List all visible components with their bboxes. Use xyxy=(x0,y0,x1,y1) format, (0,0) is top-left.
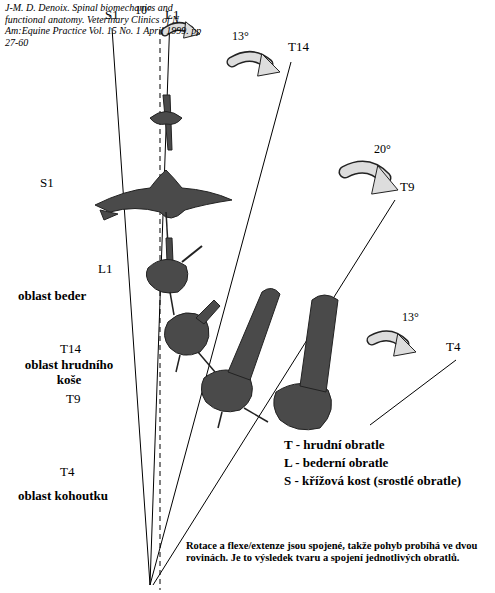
vertebra-t4 xyxy=(274,295,338,430)
vertebrae xyxy=(95,95,338,430)
angle-label: 13° xyxy=(402,311,419,325)
legend-text: S - křížová kost (srostlé obratle) xyxy=(284,474,484,489)
vertebra-label: L1 xyxy=(98,262,112,277)
t14-axis-line xyxy=(150,62,291,585)
region-label: oblast kohoutku xyxy=(18,489,108,504)
vertebra-t9 xyxy=(201,288,280,428)
legend-text: T - hrudní obratle xyxy=(284,438,385,453)
vertebra-label: L1 xyxy=(165,8,179,23)
region-label: oblast hrudního koše xyxy=(18,358,120,388)
arrow-13-top xyxy=(232,54,280,76)
caption: Rotace a flexe/extenze jsou spojené, tak… xyxy=(186,540,486,564)
vertebra-label: S1 xyxy=(40,176,54,191)
vertebra-l1 xyxy=(146,238,202,315)
region-label: oblast beder xyxy=(18,289,86,304)
vertebra-label: T9 xyxy=(400,180,414,195)
vertebra-label: T4 xyxy=(60,465,74,480)
vertebra-label: T4 xyxy=(446,340,460,355)
vertebra-label: T9 xyxy=(66,392,80,407)
reference-lines xyxy=(112,28,456,590)
legend-text: L - bederní obratle xyxy=(284,456,388,471)
t9-axis-line xyxy=(153,200,395,585)
sacrum-s1 xyxy=(95,95,232,245)
rotation-arrows xyxy=(165,22,416,356)
vertebra-label: T14 xyxy=(60,342,81,357)
vertebra-t14 xyxy=(164,300,220,372)
vertebra-label: S1 xyxy=(105,8,119,23)
s1-axis-line xyxy=(112,28,150,585)
angle-label: 13° xyxy=(232,30,249,44)
arrow-20 xyxy=(345,166,398,194)
vertebra-label: T14 xyxy=(288,40,309,55)
arrow-13-bottom xyxy=(372,334,416,356)
angle-label: 20° xyxy=(374,143,391,157)
angle-label: 10° xyxy=(135,4,152,18)
t4-axis-line xyxy=(370,360,456,425)
